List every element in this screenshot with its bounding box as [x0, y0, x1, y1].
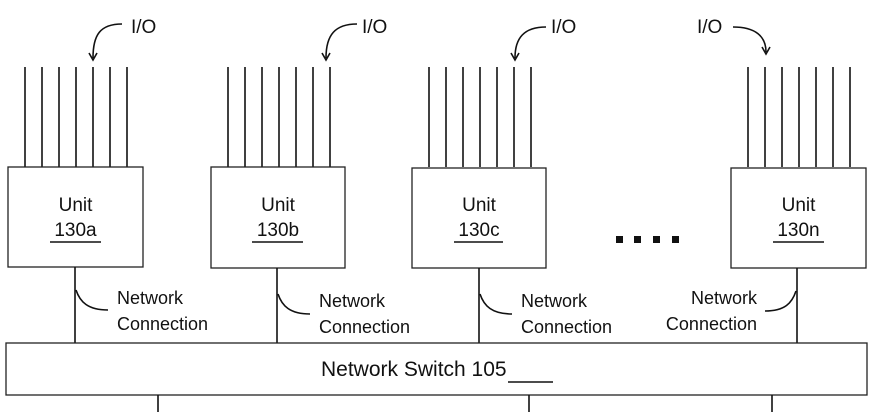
unit-130c-group: I/O Unit 130c Network Connection — [412, 17, 612, 343]
io-arrow-130n — [733, 27, 766, 52]
io-arrow-130c — [515, 27, 546, 58]
ellipsis-dot — [634, 236, 641, 243]
connection-label-line2-130n: Connection — [666, 314, 757, 334]
unit-name-130c: Unit — [462, 195, 497, 216]
unit-130a-group: I/O Unit 130a Network Connection — [8, 17, 208, 343]
connection-label-line2-130c: Connection — [521, 317, 612, 337]
unit-ref-130n: 130n — [777, 220, 819, 241]
connection-leader-130c — [480, 294, 512, 314]
unit-ref-130b: 130b — [257, 220, 299, 241]
connection-label-line2-130a: Connection — [117, 314, 208, 334]
ellipsis-dot — [672, 236, 679, 243]
io-lines-130c — [429, 67, 531, 167]
io-label-130a: I/O — [131, 17, 156, 38]
connection-label-line2-130b: Connection — [319, 317, 410, 337]
io-label-130n: I/O — [697, 17, 722, 38]
connection-leader-130n — [765, 291, 796, 311]
connection-label-line1-130b: Network — [319, 291, 386, 311]
unit-name-130b: Unit — [261, 195, 296, 216]
network-switch-group: Network Switch 105 — [6, 343, 867, 412]
io-label-130b: I/O — [362, 17, 387, 38]
io-arrow-130a — [93, 24, 122, 58]
unit-box-130n[interactable] — [731, 168, 866, 268]
unit-130n-group: I/O Unit 130n Network Connection — [666, 17, 866, 343]
unit-ref-130c: 130c — [458, 220, 499, 241]
unit-130b-group: I/O Unit 130b Network Connection — [211, 17, 410, 343]
unit-ref-130a: 130a — [54, 220, 97, 241]
io-lines-130n — [748, 67, 850, 167]
connection-label-line1-130c: Network — [521, 291, 588, 311]
unit-name-130a: Unit — [59, 195, 94, 216]
ellipsis-dot — [653, 236, 660, 243]
ellipsis-dot — [616, 236, 623, 243]
io-lines-130b — [228, 67, 330, 167]
network-switch-ref: 105 — [472, 358, 507, 381]
connection-leader-130a — [76, 290, 108, 310]
io-label-130c: I/O — [551, 17, 576, 38]
network-switch-name: Network Switch — [321, 358, 466, 381]
unit-box-130a[interactable] — [8, 167, 143, 267]
unit-box-130b[interactable] — [211, 167, 345, 268]
connection-leader-130b — [278, 294, 310, 314]
unit-name-130n: Unit — [782, 195, 817, 216]
io-arrow-130b — [326, 24, 357, 58]
network-switch-label: Network Switch 105 — [321, 358, 507, 381]
connection-label-line1-130n: Network — [691, 288, 758, 308]
ellipsis-more-units — [616, 236, 679, 243]
io-lines-130a — [25, 67, 127, 167]
connection-label-line1-130a: Network — [117, 288, 184, 308]
unit-box-130c[interactable] — [412, 168, 546, 268]
